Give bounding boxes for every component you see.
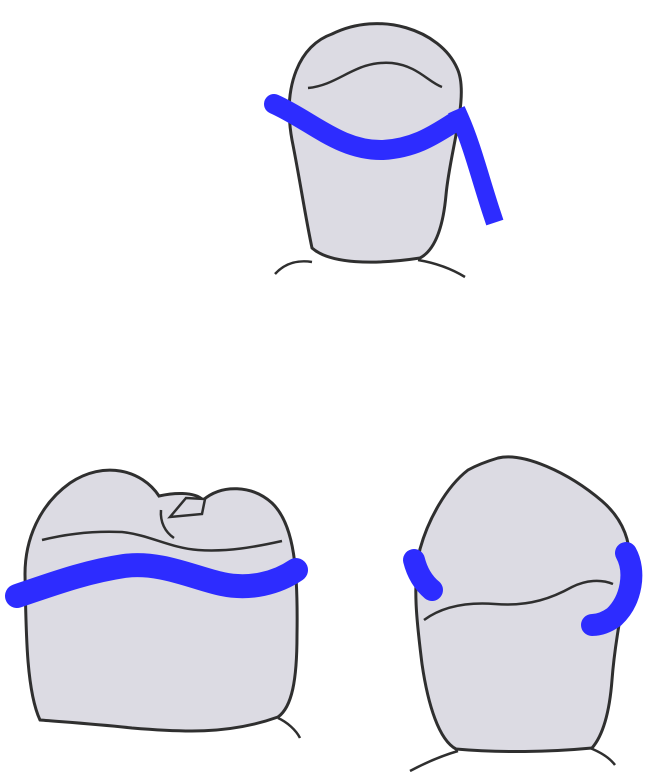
bottom-right-base-left [410, 751, 458, 771]
top-tooth-band-tail [460, 118, 492, 214]
bottom-right-tooth [410, 457, 631, 771]
top-tooth [274, 24, 492, 277]
top-tooth-base-left [275, 261, 312, 274]
bottom-left-crown [25, 470, 297, 731]
bottom-left-tooth [17, 470, 300, 738]
bottom-right-base-right [590, 748, 615, 765]
bottom-left-base [278, 718, 300, 738]
top-tooth-base-right [418, 260, 465, 277]
